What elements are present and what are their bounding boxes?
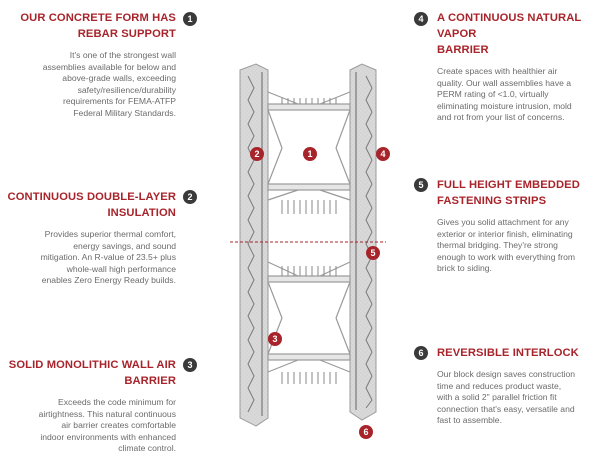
feature-fastening-strips: FULL HEIGHT EMBEDDED FASTENING STRIPS Gi… [437, 177, 615, 275]
lower-web [267, 261, 351, 373]
feature-number-5: 5 [414, 178, 428, 192]
upper-rebar-teeth [281, 98, 337, 214]
upper-web [267, 91, 351, 201]
feature-title: A CONTINUOUS NATURAL VAPOR BARRIER [437, 12, 582, 56]
feature-number-1: 1 [183, 12, 197, 26]
diagram-marker-3: 3 [268, 332, 282, 346]
feature-number-4: 4 [414, 12, 428, 26]
feature-reversible-interlock: REVERSIBLE INTERLOCK Our block design sa… [437, 345, 615, 427]
feature-description: Exceeds the code minimum for airtightnes… [38, 397, 176, 454]
feature-concrete-rebar: OUR CONCRETE FORM HAS REBAR SUPPORT It's… [6, 10, 176, 120]
feature-title: OUR CONCRETE FORM HAS REBAR SUPPORT [20, 12, 176, 40]
diagram-marker-4: 4 [376, 147, 390, 161]
feature-number-2: 2 [183, 190, 197, 204]
feature-description: It's one of the strongest wall assemblie… [42, 50, 176, 118]
feature-vapor-barrier: A CONTINUOUS NATURAL VAPOR BARRIER Creat… [437, 10, 615, 124]
feature-title: FULL HEIGHT EMBEDDED FASTENING STRIPS [437, 179, 580, 207]
feature-description: Provides superior thermal comfort, energ… [40, 229, 176, 286]
feature-title: SOLID MONOLITHIC WALL AIR BARRIER [8, 359, 176, 387]
feature-description: Create spaces with healthier air quality… [437, 66, 572, 123]
lower-rebar-teeth [281, 266, 337, 384]
feature-description: Gives you solid attachment for any exter… [437, 217, 576, 274]
diagram-marker-1: 1 [303, 147, 317, 161]
right-fastening-strip [365, 75, 373, 409]
feature-description: Our block design saves construction time… [437, 369, 576, 426]
left-fastening-strip [247, 75, 255, 413]
feature-monolithic-air-barrier: SOLID MONOLITHIC WALL AIR BARRIER Exceed… [6, 357, 176, 455]
feature-double-layer-insulation: CONTINUOUS DOUBLE-LAYER INSULATION Provi… [6, 189, 176, 287]
feature-title: CONTINUOUS DOUBLE-LAYER INSULATION [7, 191, 176, 219]
diagram-marker-6: 6 [359, 425, 373, 439]
feature-title: REVERSIBLE INTERLOCK [437, 347, 579, 359]
diagram-marker-5: 5 [366, 246, 380, 260]
diagram-marker-2: 2 [250, 147, 264, 161]
left-foam-panel [239, 63, 269, 427]
feature-number-3: 3 [183, 358, 197, 372]
feature-number-6: 6 [414, 346, 428, 360]
